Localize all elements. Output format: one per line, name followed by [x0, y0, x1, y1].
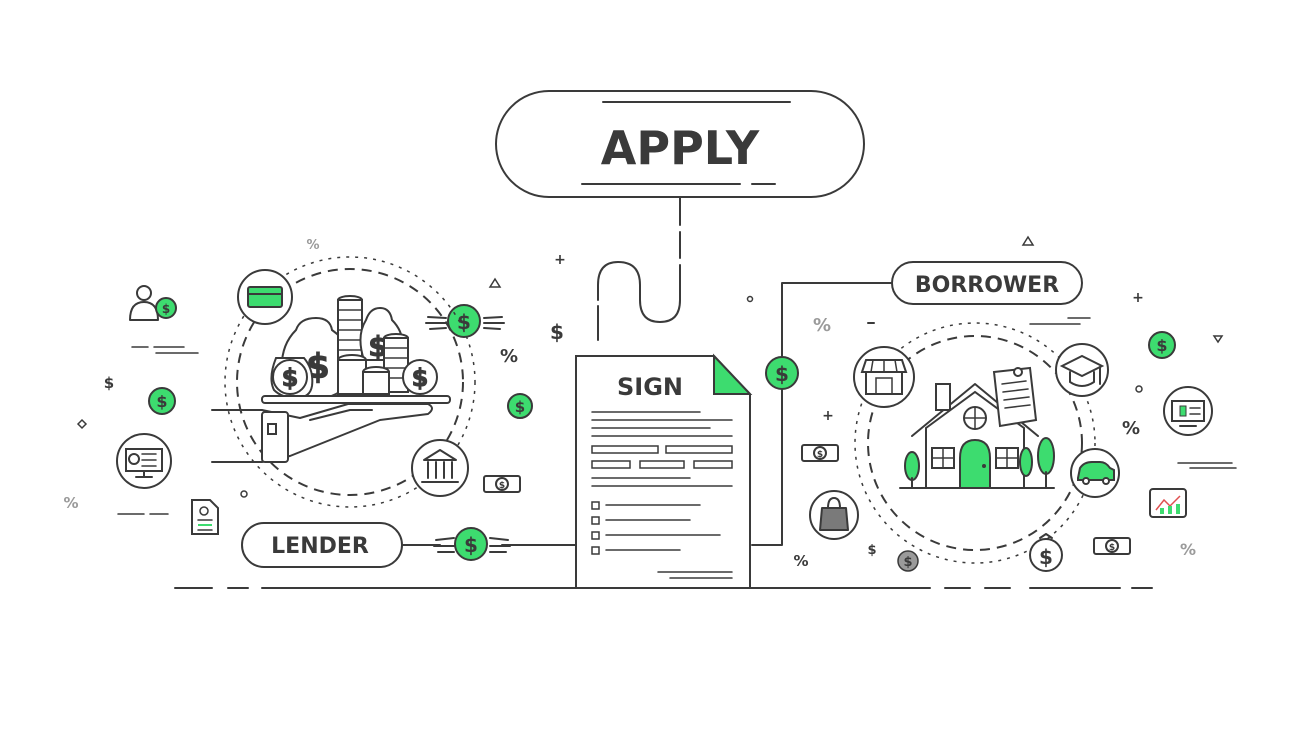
svg-text:$: $ — [1039, 545, 1053, 569]
borrower-step: BORROWER — [891, 261, 1091, 325]
apply-to-sign-connector — [597, 197, 681, 341]
graduation-cap-icon — [1055, 343, 1109, 397]
lender-cluster: $ $ $ $ — [211, 256, 476, 508]
store-icon — [853, 346, 915, 408]
svg-text:%: % — [63, 494, 78, 512]
svg-text:+: + — [554, 252, 566, 268]
winged-dollar-coin-icon: $ — [433, 527, 511, 561]
hand-icon — [211, 403, 433, 463]
credit-card-icon — [237, 269, 293, 325]
svg-text:%: % — [1180, 540, 1196, 559]
svg-text:$: $ — [282, 364, 299, 392]
svg-text:$: $ — [867, 543, 876, 558]
user-dollar-icon: $ — [129, 285, 199, 354]
dollar-coin-icon: $ — [507, 393, 533, 419]
decorative-symbols: % % % % % % % $ $ $ + + + — [63, 235, 1224, 570]
sign-label: SIGN — [617, 373, 683, 401]
svg-text:+: + — [822, 408, 834, 424]
svg-text:$: $ — [1109, 543, 1115, 553]
winged-dollar-coin-icon: $ — [425, 304, 505, 338]
svg-text:%: % — [793, 552, 808, 570]
svg-text:$: $ — [457, 310, 471, 334]
banknote-icon: $ — [483, 475, 521, 493]
lender-step: LENDER — [241, 522, 403, 568]
monitor-dollar-icon — [116, 433, 172, 515]
borrower-cluster: $ — [809, 322, 1120, 572]
dollar-coin-icon: $ — [1148, 331, 1176, 359]
svg-text:$: $ — [515, 398, 525, 416]
monitor-chart-icon — [1163, 386, 1237, 469]
svg-text:$: $ — [1156, 336, 1167, 355]
svg-text:%: % — [500, 346, 518, 367]
dollar-coin-icon: $ — [148, 387, 176, 415]
house-icon — [899, 383, 1055, 489]
svg-text:$: $ — [550, 320, 564, 344]
dollar-coin-icon: $ — [897, 550, 919, 572]
apply-label: APPLY — [601, 121, 760, 175]
svg-text:$: $ — [903, 555, 912, 570]
money-bag-icon: $ — [1029, 533, 1063, 572]
svg-text:$: $ — [162, 302, 170, 316]
lender-label: LENDER — [271, 534, 369, 559]
svg-text:%: % — [1122, 418, 1140, 439]
svg-text:$: $ — [156, 392, 167, 411]
svg-text:$: $ — [499, 481, 505, 491]
svg-text:$: $ — [464, 533, 478, 557]
svg-text:$: $ — [104, 374, 114, 392]
sign-step: SIGN — [575, 353, 753, 589]
banknote-icon: $ — [1093, 537, 1131, 555]
svg-text:$: $ — [817, 450, 823, 460]
svg-text:+: + — [1132, 290, 1144, 306]
svg-text:$: $ — [775, 362, 789, 386]
borrower-label: BORROWER — [915, 273, 1059, 298]
receipt-icon — [992, 366, 1038, 428]
contract-text-lines — [591, 411, 733, 579]
svg-text:%: % — [813, 315, 831, 336]
dollar-coin-icon: $ — [765, 356, 799, 390]
money-bags-tray-icon: $ $ $ $ — [261, 295, 451, 404]
receipt-icon — [191, 499, 219, 535]
svg-text:%: % — [306, 238, 319, 253]
apply-step: APPLY — [495, 90, 865, 198]
tablet-chart-icon — [1149, 488, 1187, 518]
borrower-to-sign-connector — [751, 282, 893, 546]
bank-icon — [411, 439, 469, 497]
banknote-icon: $ — [801, 444, 839, 462]
shopping-bag-icon — [809, 490, 859, 540]
car-icon — [1070, 448, 1120, 498]
svg-text:$: $ — [412, 364, 429, 392]
